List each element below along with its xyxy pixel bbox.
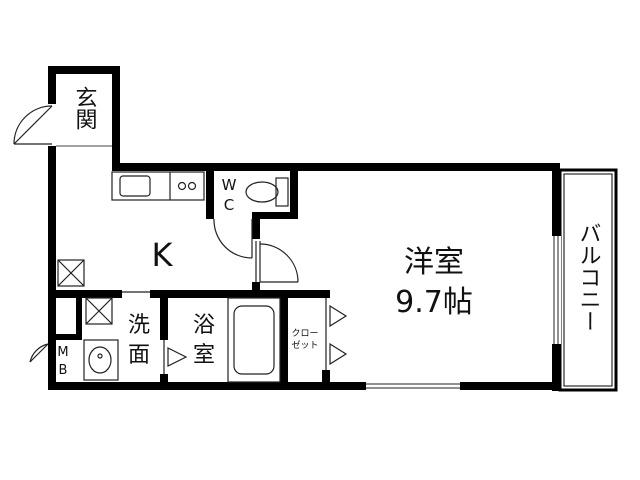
label-wc-1: W (222, 176, 237, 194)
room-door (255, 241, 299, 283)
label-washroom-1: 洗 (128, 313, 150, 338)
label-bathroom-2: 室 (193, 343, 215, 368)
label-closet-2: ゼット (291, 339, 318, 351)
washbasin (83, 339, 119, 381)
label-western-room: 洋室 (404, 245, 464, 280)
washing-machine-space (85, 297, 113, 325)
bathtub (227, 297, 281, 383)
label-closet-1: クロー (291, 328, 318, 339)
toilet (245, 177, 289, 207)
label-balcony: バルコニー (576, 222, 601, 332)
room-window (366, 381, 460, 391)
label-kitchen: K (152, 236, 174, 274)
entrance-door (13, 105, 53, 145)
wc-door (213, 211, 253, 259)
label-meter-box-1: M (57, 345, 68, 360)
bathroom-door (159, 340, 188, 374)
label-bathroom-1: 浴 (193, 313, 215, 338)
closet-doors (321, 298, 348, 370)
meter-box-door (29, 343, 49, 363)
label-meter-box-2: B (59, 363, 68, 378)
label-washroom-2: 面 (128, 343, 150, 368)
label-wc-2: C (224, 196, 234, 214)
label-entrance-1: 玄関 (72, 86, 97, 130)
balcony-window (551, 236, 561, 344)
refrigerator-space (57, 259, 85, 287)
label-western-room-size: 9.7帖 (395, 285, 473, 320)
kitchen-counter (111, 171, 205, 201)
